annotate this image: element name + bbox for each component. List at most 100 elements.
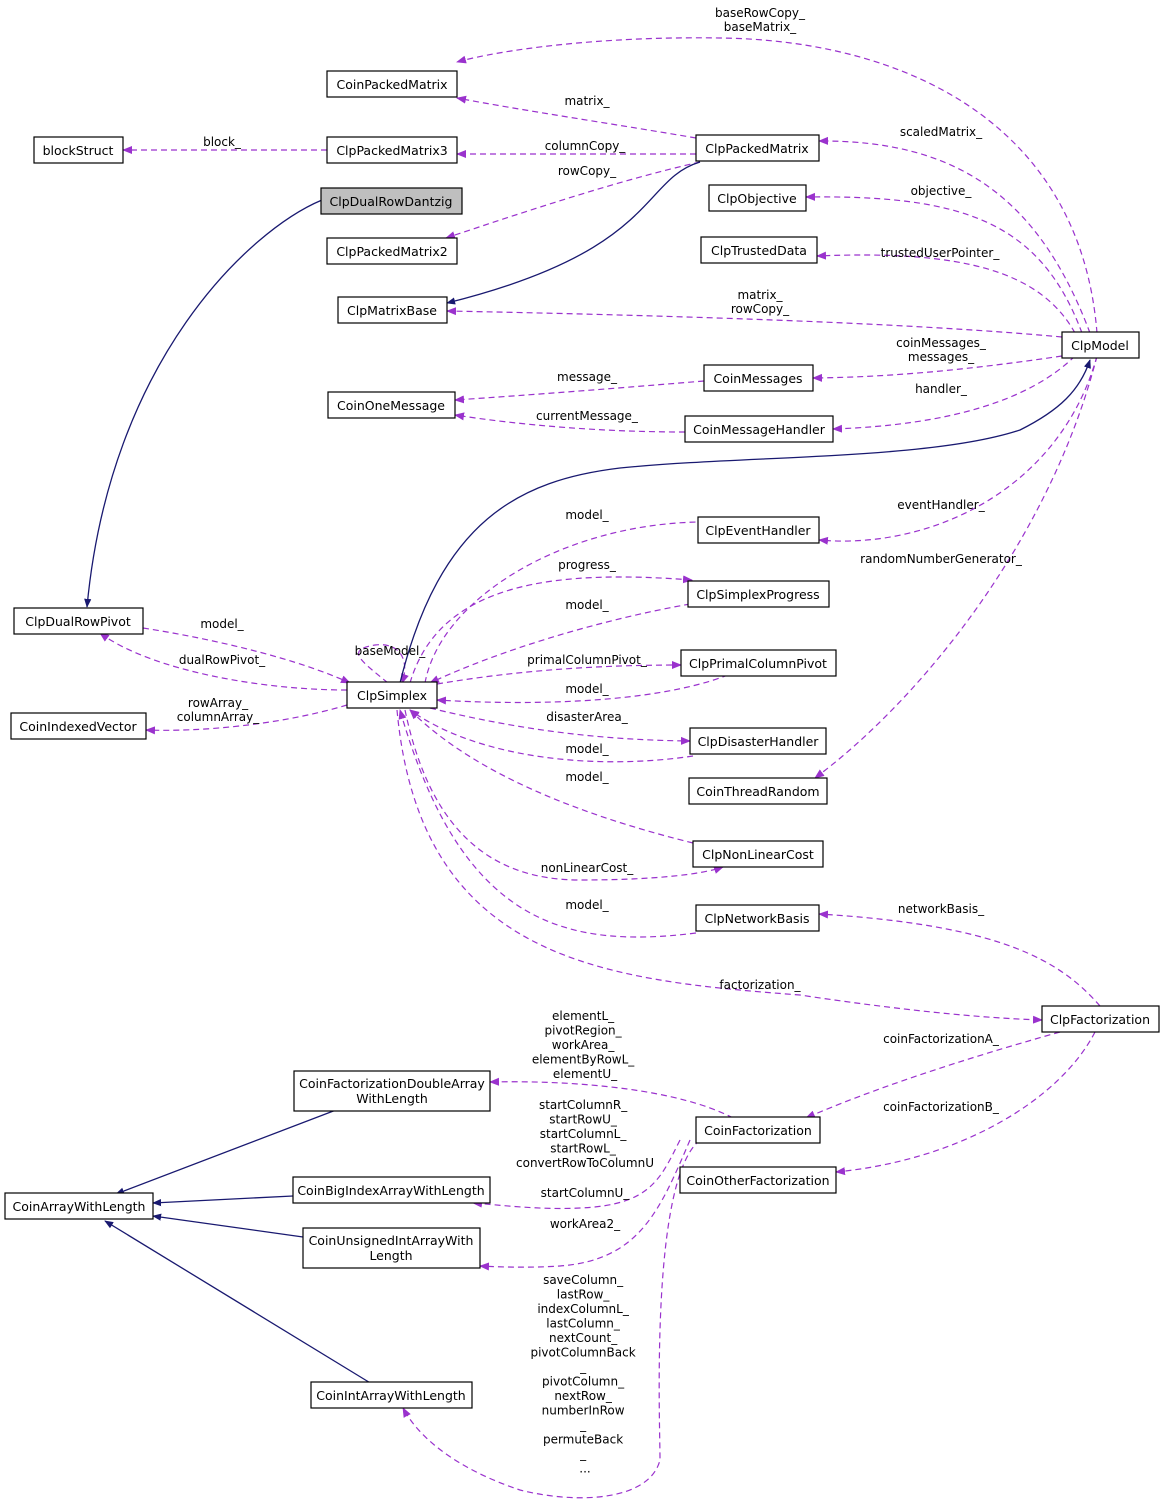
- edge-coinmessagehandler-coinonemessage: [454, 412, 686, 433]
- edge-clppackedmatrix-clpmatrixbase: [446, 161, 701, 305]
- label-objective: objective_: [911, 184, 973, 198]
- svg-text:CoinUnsignedIntArrayWith: CoinUnsignedIntArrayWith: [309, 1233, 474, 1248]
- edge-clpprimalcolumnpivot-clpsimplex: [436, 674, 729, 705]
- label-model-dual: model_: [200, 617, 244, 631]
- node-coin-array-with-length[interactable]: CoinArrayWithLength: [4, 1192, 154, 1220]
- node-coin-unsigned-int-array[interactable]: CoinUnsignedIntArrayWith Length: [302, 1227, 481, 1269]
- node-coin-messages[interactable]: CoinMessages: [703, 364, 814, 392]
- node-coin-thread-random[interactable]: CoinThreadRandom: [688, 777, 828, 805]
- node-clp-simplex[interactable]: ClpSimplex: [346, 681, 438, 709]
- node-clp-primal-column-pivot[interactable]: ClpPrimalColumnPivot: [680, 649, 837, 677]
- edge-clpsimplex-coinindexedvector: [145, 704, 348, 735]
- node-clp-simplex-progress[interactable]: ClpSimplexProgress: [687, 580, 830, 608]
- label-disaster-area: disasterArea_: [546, 710, 628, 724]
- svg-text:ClpPackedMatrix: ClpPackedMatrix: [705, 141, 808, 156]
- node-block-struct[interactable]: blockStruct: [33, 136, 124, 164]
- label-factorization: factorization_: [719, 978, 801, 992]
- edge-clpsimplex-clpsimplexprogress: [409, 575, 693, 684]
- node-coin-int-array[interactable]: CoinIntArrayWithLength: [310, 1381, 473, 1409]
- edge-clpmodel-cointhreadrandom: [814, 355, 1098, 779]
- edge-coinfactorization-coinfactorizationdouble: [489, 1077, 734, 1119]
- edge-coinfactorizationdouble-coinarraywithlength: [115, 1109, 337, 1195]
- node-coin-big-index-array[interactable]: CoinBigIndexArrayWithLength: [292, 1176, 491, 1204]
- label-trusted-user-pointer: trustedUserPointer_: [881, 246, 1001, 260]
- svg-text:CoinIntArrayWithLength: CoinIntArrayWithLength: [316, 1388, 465, 1403]
- label-row-array: rowArray_columnArray_: [177, 696, 260, 724]
- svg-text:ClpFactorization: ClpFactorization: [1050, 1012, 1150, 1027]
- label-element-l: elementL_ pivotRegion_ workArea_ element…: [532, 1009, 638, 1081]
- svg-text:CoinOneMessage: CoinOneMessage: [337, 398, 445, 413]
- label-model-network: model_: [565, 898, 609, 912]
- node-coin-indexed-vector[interactable]: CoinIndexedVector: [10, 712, 147, 740]
- node-coin-factorization-double-array[interactable]: CoinFactorizationDoubleArray WithLength: [293, 1070, 491, 1112]
- svg-text:CoinArrayWithLength: CoinArrayWithLength: [13, 1199, 146, 1214]
- svg-text:ClpNetworkBasis: ClpNetworkBasis: [704, 911, 809, 926]
- node-coin-factorization[interactable]: CoinFactorization: [695, 1116, 821, 1144]
- label-non-linear-cost: nonLinearCost_: [541, 861, 635, 875]
- edge-coinfactorization-coinintarray: [402, 1139, 701, 1499]
- edge-clpmodel-coinmessages: [812, 355, 1063, 382]
- label-coin-messages: coinMessages_messages_: [896, 336, 987, 364]
- svg-text:CoinPackedMatrix: CoinPackedMatrix: [336, 77, 447, 92]
- label-save-column: saveColumn_ lastRow_ indexColumnL_ lastC…: [530, 1273, 639, 1476]
- node-coin-one-message[interactable]: CoinOneMessage: [327, 391, 456, 419]
- svg-text:ClpDualRowPivot: ClpDualRowPivot: [25, 614, 131, 629]
- label-base-row-copy: baseRowCopy_baseMatrix_: [715, 6, 806, 34]
- edge-clpdualrowpivot-clpsimplex: [142, 627, 351, 684]
- node-coin-message-handler[interactable]: CoinMessageHandler: [684, 415, 834, 443]
- svg-text:ClpSimplex: ClpSimplex: [357, 688, 427, 703]
- usage-edges: [99, 37, 1101, 1499]
- edge-clpmodel-coinpackedmatrix: [456, 37, 1098, 334]
- edge-clpsimplex-basemodel: [357, 644, 409, 684]
- svg-text:Length: Length: [369, 1248, 412, 1263]
- node-clp-dual-row-pivot[interactable]: ClpDualRowPivot: [13, 607, 144, 635]
- node-clp-objective[interactable]: ClpObjective: [708, 184, 807, 212]
- label-primal-column-pivot: primalColumnPivot_: [527, 653, 648, 667]
- svg-text:blockStruct: blockStruct: [43, 143, 114, 158]
- edge-clpfactorization-clpnetworkbasis: [818, 910, 1101, 1007]
- node-clp-packed-matrix[interactable]: ClpPackedMatrix: [695, 134, 820, 162]
- label-row-copy-a: rowCopy_: [558, 164, 617, 178]
- label-dual-row-pivot: dualRowPivot_: [179, 653, 266, 667]
- svg-text:ClpDualRowDantzig: ClpDualRowDantzig: [330, 194, 453, 209]
- svg-text:ClpNonLinearCost: ClpNonLinearCost: [702, 847, 814, 862]
- label-coin-factorization-b: coinFactorizationB_: [883, 1100, 1000, 1114]
- node-clp-network-basis[interactable]: ClpNetworkBasis: [695, 904, 820, 932]
- node-clp-disaster-handler[interactable]: ClpDisasterHandler: [689, 727, 827, 755]
- svg-text:WithLength: WithLength: [356, 1091, 428, 1106]
- label-model-primal: model_: [565, 682, 609, 696]
- svg-text:CoinFactorization: CoinFactorization: [704, 1123, 812, 1138]
- edge-clpdualrowdantzig-clpdualrowpivot: [84, 199, 323, 608]
- edge-coinunsigned-coinarraywithlength: [152, 1213, 304, 1238]
- svg-text:ClpSimplexProgress: ClpSimplexProgress: [696, 587, 819, 602]
- label-work-area2: workArea2_: [550, 1217, 621, 1231]
- label-start-column-u: startColumnU_: [541, 1186, 631, 1200]
- svg-text:ClpModel: ClpModel: [1071, 338, 1129, 353]
- svg-text:ClpTrustedData: ClpTrustedData: [711, 243, 807, 258]
- edge-clpfactorization-coinotherfactorization: [835, 1031, 1096, 1176]
- node-clp-packed-matrix2[interactable]: ClpPackedMatrix2: [326, 237, 458, 265]
- edge-clppackedmatrix-clppackedmatrix2: [445, 161, 701, 239]
- svg-text:ClpPackedMatrix3: ClpPackedMatrix3: [336, 143, 447, 158]
- edge-coinintarray-coinarraywithlength: [104, 1220, 373, 1385]
- node-clp-model[interactable]: ClpModel: [1061, 331, 1140, 359]
- node-clp-dual-row-dantzig[interactable]: ClpDualRowDantzig: [320, 187, 463, 215]
- node-clp-event-handler[interactable]: ClpEventHandler: [697, 516, 820, 544]
- label-random-number-generator: randomNumberGenerator_: [860, 552, 1023, 566]
- svg-text:ClpMatrixBase: ClpMatrixBase: [347, 303, 437, 318]
- node-clp-non-linear-cost[interactable]: ClpNonLinearCost: [692, 840, 824, 868]
- node-clp-matrix-base[interactable]: ClpMatrixBase: [337, 296, 448, 324]
- node-clp-factorization[interactable]: ClpFactorization: [1041, 1005, 1160, 1033]
- node-coin-packed-matrix[interactable]: CoinPackedMatrix: [326, 70, 458, 98]
- svg-text:ClpPrimalColumnPivot: ClpPrimalColumnPivot: [689, 656, 827, 671]
- edge-clpsimplex-clpnonlinearcost: [404, 709, 724, 881]
- label-model-disaster: model_: [565, 742, 609, 756]
- node-coin-other-factorization[interactable]: CoinOtherFactorization: [679, 1166, 837, 1194]
- edge-clpsimplexprogress-clpsimplex: [429, 603, 691, 684]
- node-clp-trusted-data[interactable]: ClpTrustedData: [700, 236, 818, 264]
- svg-text:CoinBigIndexArrayWithLength: CoinBigIndexArrayWithLength: [297, 1183, 484, 1198]
- svg-text:CoinOtherFactorization: CoinOtherFactorization: [686, 1173, 829, 1188]
- node-clp-packed-matrix3[interactable]: ClpPackedMatrix3: [326, 136, 458, 164]
- svg-text:ClpDisasterHandler: ClpDisasterHandler: [698, 734, 820, 749]
